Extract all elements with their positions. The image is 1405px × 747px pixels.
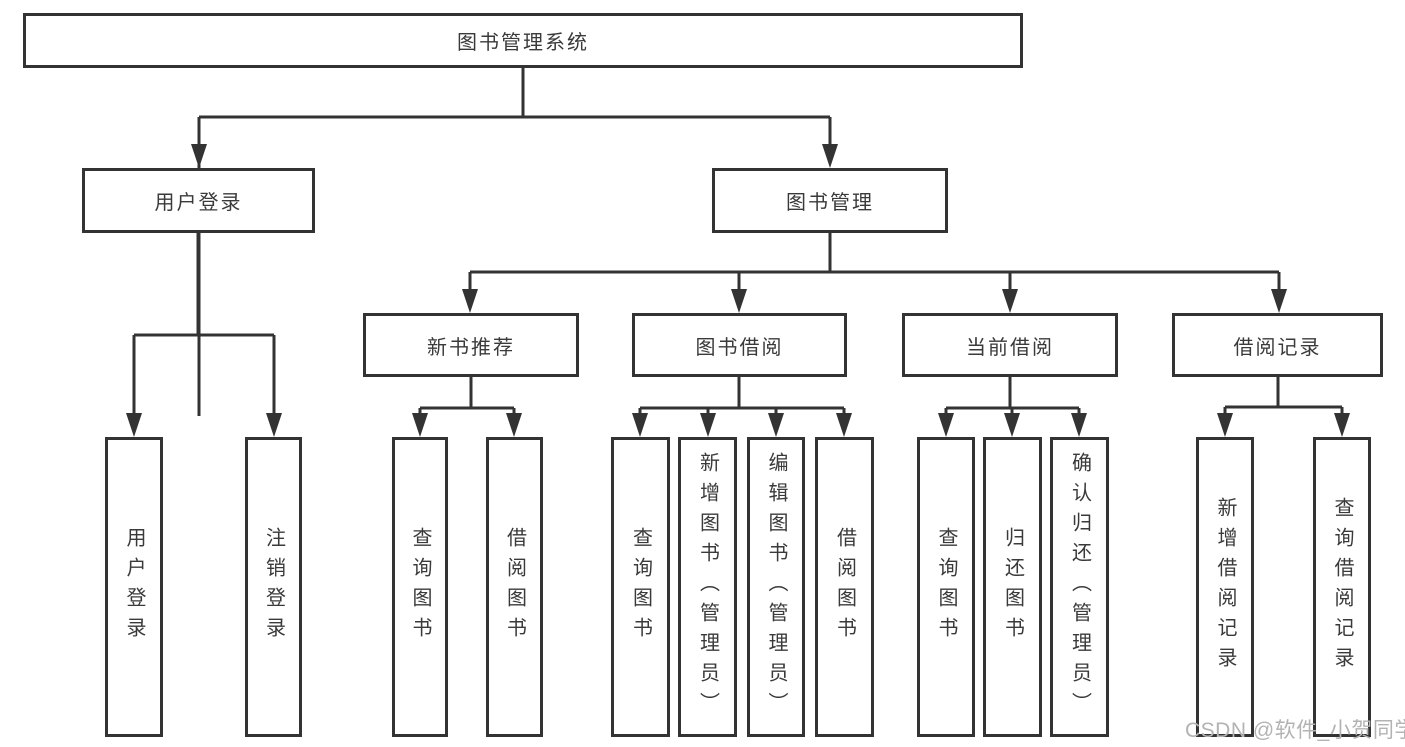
node-borrow-books-recommend: 借阅图书: [486, 437, 543, 737]
node-label: 图书管理系统: [457, 32, 589, 54]
node-query-books-current: 查询图书: [917, 437, 975, 737]
node-label: 借阅记录: [1233, 336, 1322, 359]
node-label: 编辑图书（管理员）: [765, 452, 787, 722]
node-label: 借阅图书: [833, 527, 856, 647]
connector-root-to-level2: [191, 68, 838, 416]
node-add-books-admin: 新增图书（管理员）: [678, 437, 737, 737]
node-label: 图书借阅: [695, 336, 784, 359]
node-label: 新增借阅记录: [1214, 497, 1236, 677]
csdn-watermark: CSDN @软件_小贺同学: [1185, 719, 1405, 742]
node-book-management: 图书管理: [712, 168, 948, 233]
node-current-borrowing: 当前借阅: [902, 313, 1118, 377]
connector-borrowing-records-to-leaves: [1217, 377, 1350, 437]
node-logout: 注销登录: [245, 437, 302, 737]
node-label: 确认归还（管理员）: [1068, 452, 1091, 722]
node-book-borrowing: 图书借阅: [632, 313, 847, 377]
node-label: 查询借阅记录: [1331, 497, 1353, 677]
node-add-borrow-record: 新增借阅记录: [1196, 437, 1254, 737]
connector-book-management-to-level3: [462, 233, 1287, 313]
node-label: 图书管理: [786, 192, 874, 214]
node-label: 查询图书: [409, 527, 431, 647]
node-label: 新增图书（管理员）: [696, 452, 719, 722]
connector-user-login-to-leaves: [126, 233, 282, 437]
connector-new-book-recommend-to-leaves: [412, 377, 522, 437]
node-label: 归还图书: [1001, 527, 1024, 647]
node-return-books: 归还图书: [983, 437, 1042, 737]
node-label: 查询图书: [629, 527, 652, 647]
node-edit-books-admin: 编辑图书（管理员）: [747, 437, 805, 737]
node-user-login-leaf: 用户登录: [105, 437, 163, 737]
node-user-login: 用户登录: [82, 168, 315, 233]
node-label: 借阅图书: [503, 527, 526, 647]
connector-current-borrowing-to-leaves: [938, 377, 1087, 437]
node-borrowing-records: 借阅记录: [1172, 313, 1383, 377]
node-label: 注销登录: [262, 527, 285, 647]
node-root: 图书管理系统: [23, 13, 1023, 68]
node-query-books-borrowing: 查询图书: [611, 437, 670, 737]
node-label: 查询图书: [935, 527, 957, 647]
connector-book-borrowing-to-leaves: [632, 377, 852, 437]
node-label: 当前借阅: [966, 336, 1054, 359]
node-query-books-recommend: 查询图书: [392, 437, 448, 737]
node-query-borrow-record: 查询借阅记录: [1313, 437, 1371, 737]
node-label: 用户登录: [123, 527, 145, 647]
node-confirm-return-admin: 确认归还（管理员）: [1050, 437, 1109, 737]
node-borrow-books: 借阅图书: [815, 437, 874, 737]
node-new-book-recommend: 新书推荐: [363, 313, 579, 377]
node-label: 新书推荐: [427, 336, 515, 359]
node-label: 用户登录: [154, 192, 243, 214]
